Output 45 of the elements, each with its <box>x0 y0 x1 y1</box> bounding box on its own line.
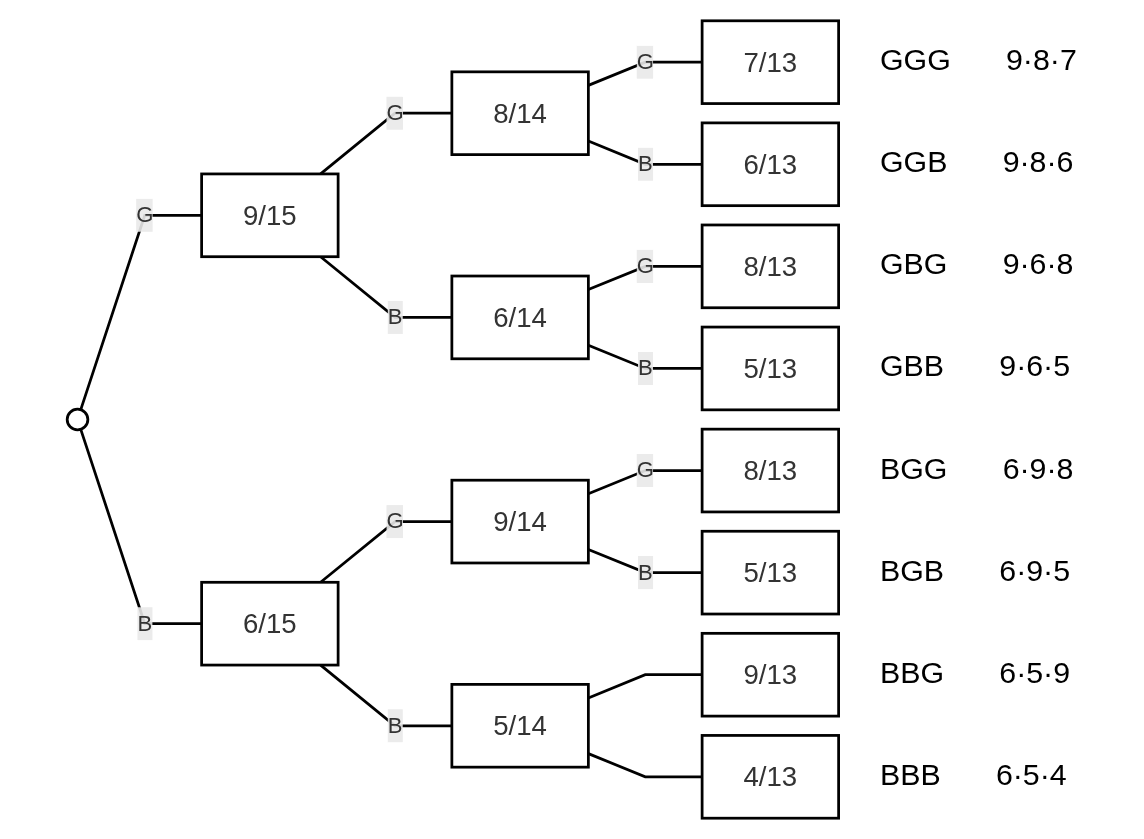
outcome-text: BBG <box>880 655 945 689</box>
outcome-text: 6·5·4 <box>995 757 1067 791</box>
node-box: 4/13 <box>700 734 840 820</box>
outcome-text: 9·8·7 <box>1006 43 1077 77</box>
edge-label: B <box>387 713 403 737</box>
edge-label: G <box>386 509 404 533</box>
outcome-text: BGB <box>880 553 945 587</box>
edge-label: B <box>637 151 653 176</box>
node-box: 5/14 <box>450 683 590 769</box>
node-box: 6/13 <box>700 121 840 208</box>
edge-label: G <box>636 458 654 482</box>
node-box: 8/14 <box>450 70 590 156</box>
node-box: 6/14 <box>450 274 590 361</box>
edge-label: G <box>636 253 654 278</box>
outcome-text: 6·9·5 <box>999 553 1071 587</box>
edge-label: G <box>136 202 154 227</box>
edge-label: B <box>387 304 403 329</box>
outcome-text: 9·6·5 <box>999 349 1071 383</box>
outcome-text: BGG <box>880 451 948 485</box>
outcome-text: 9·6·8 <box>1002 247 1074 281</box>
edge-label: G <box>636 49 654 74</box>
node-box: 9/13 <box>700 631 840 718</box>
outcome-text: GBB <box>880 349 945 383</box>
edge-label: B <box>637 356 653 380</box>
node-box: 5/13 <box>700 325 840 412</box>
edge-label: B <box>637 560 653 584</box>
node-box: 9/15 <box>200 172 340 259</box>
node-box: 5/13 <box>700 529 840 616</box>
edge-label: B <box>137 611 153 635</box>
node-circle <box>65 407 90 432</box>
node-box: 8/13 <box>700 427 840 514</box>
outcome-text: GBG <box>880 247 948 281</box>
node-box: 7/13 <box>700 19 840 105</box>
node-box: 9/14 <box>450 478 590 565</box>
outcome-text: BBB <box>880 757 941 791</box>
outcome-text: GGB <box>880 145 948 179</box>
connector <box>79 428 202 626</box>
outcome-text: 9·8·6 <box>1002 145 1074 179</box>
outcome-text: 6·5·9 <box>999 655 1071 689</box>
node-box: 6/15 <box>200 580 340 667</box>
node-box: 8/13 <box>700 223 840 310</box>
outcome-text: 6·9·8 <box>1002 451 1074 485</box>
connector <box>79 213 202 411</box>
edge-label: G <box>386 100 404 125</box>
outcome-text: GGG <box>880 43 951 77</box>
